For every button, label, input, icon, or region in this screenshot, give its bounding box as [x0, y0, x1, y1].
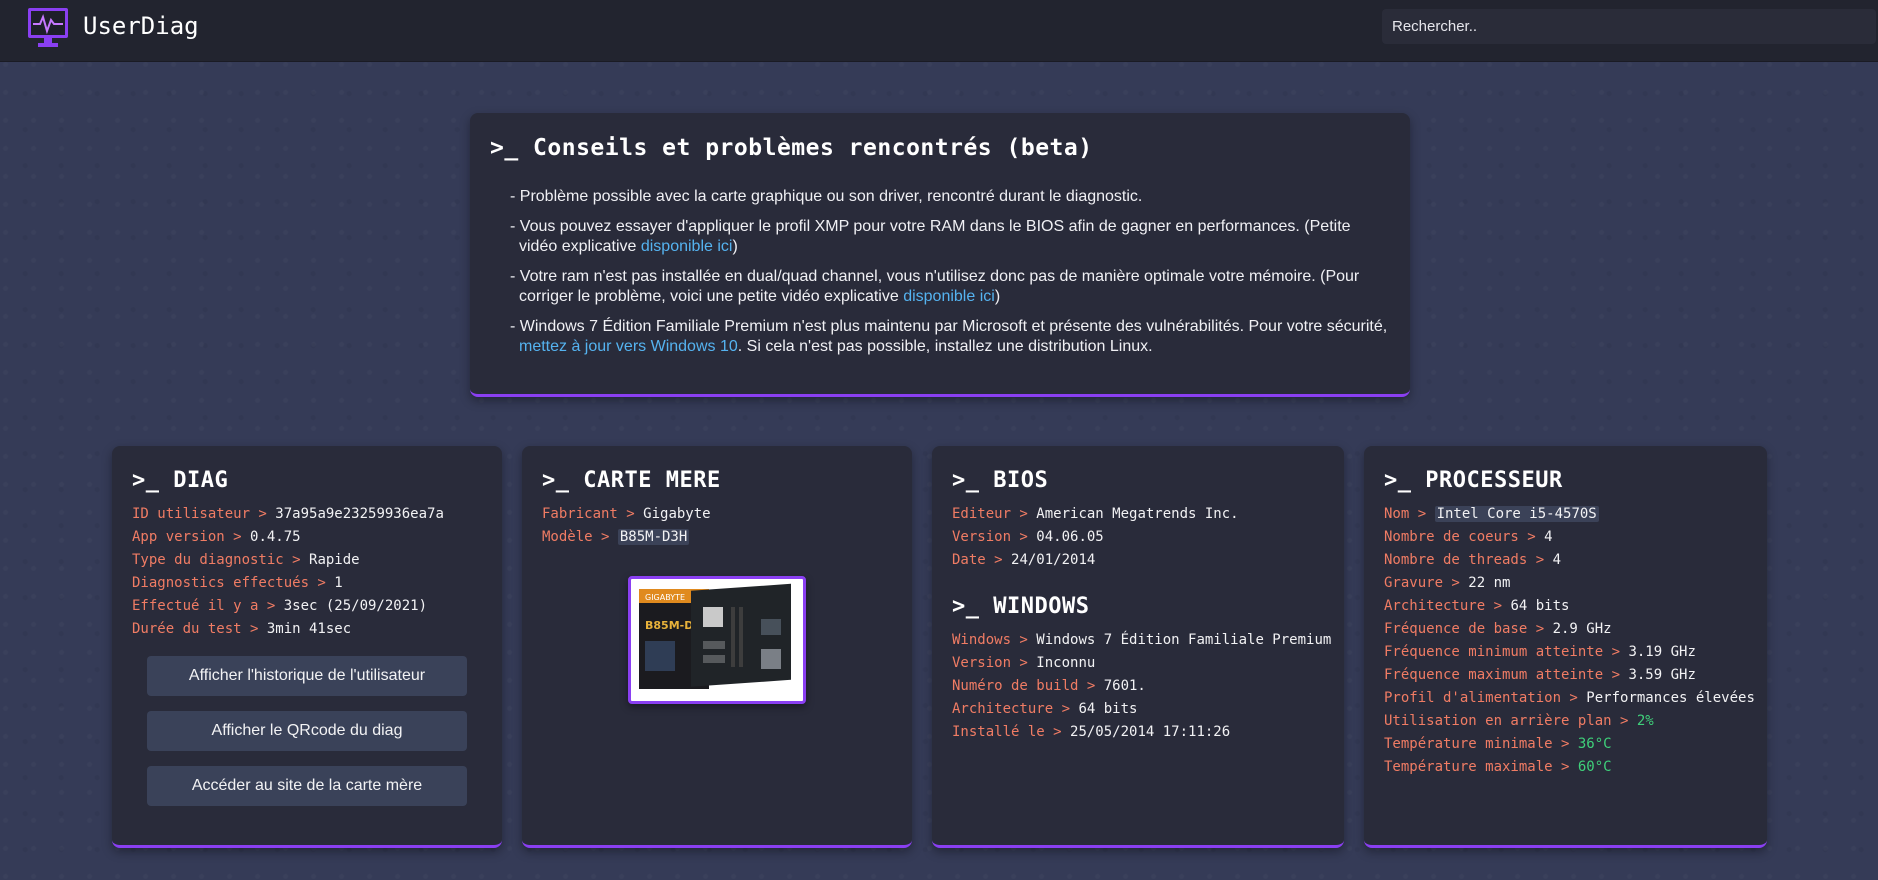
info-row: Fréquence minimum atteinte > 3.19 GHz: [1384, 644, 1696, 660]
box-brand-text: GIGABYTE: [645, 593, 685, 602]
info-row: Fabricant > Gigabyte: [542, 506, 711, 522]
windows-upgrade-link[interactable]: mettez à jour vers Windows 10: [519, 338, 738, 355]
cpu-card: >_ PROCESSEUR Nom > Intel Core i5-4570S …: [1364, 446, 1767, 848]
diag-title: >_ DIAG: [132, 468, 229, 493]
info-row: Effectué il y a > 3sec (25/09/2021): [132, 598, 428, 614]
monitor-pulse-icon[interactable]: [27, 7, 69, 49]
info-row: App version > 0.4.75: [132, 529, 301, 545]
info-row: Architecture > 64 bits: [952, 701, 1138, 717]
bios-windows-card: >_ BIOS Editeur > American Megatrends In…: [932, 446, 1344, 848]
info-row: Version > 04.06.05: [952, 529, 1104, 545]
xmp-video-link[interactable]: disponible ici: [640, 238, 733, 255]
info-row: Version > Inconnu: [952, 655, 1096, 671]
info-row: Windows > Windows 7 Édition Familiale Pr…: [952, 632, 1332, 648]
tips-card: >_ Conseils et problèmes rencontrés (bet…: [470, 113, 1410, 397]
info-row: Nombre de coeurs > 4: [1384, 529, 1553, 545]
info-row: Durée du test > 3min 41sec: [132, 621, 352, 637]
bios-info: Editeur > American Megatrends Inc. Versi…: [952, 503, 1324, 572]
brand-name[interactable]: UserDiag: [83, 12, 199, 40]
info-row: Utilisation en arrière plan > 2%: [1384, 713, 1654, 729]
info-row: Fréquence maximum atteinte > 3.59 GHz: [1384, 667, 1696, 683]
info-row: Installé le > 25/05/2014 17:11:26: [952, 724, 1231, 740]
cpu-info: Nom > Intel Core i5-4570S Nombre de coeu…: [1384, 503, 1755, 779]
info-row: ID utilisateur > 37a95a9e23259936ea7a: [132, 506, 444, 522]
tip-dual-channel: - Votre ram n'est pas installée en dual/…: [510, 268, 1360, 305]
tip-windows: - Windows 7 Édition Familiale Premium n'…: [510, 318, 1388, 355]
info-row: Gravure > 22 nm: [1384, 575, 1511, 591]
bios-title: >_ BIOS: [952, 468, 1049, 493]
info-row: Température maximale > 60°C: [1384, 759, 1612, 775]
qrcode-button[interactable]: Afficher le QRcode du diag: [147, 711, 467, 751]
windows-title: >_ WINDOWS: [952, 594, 1090, 619]
info-row: Nom > Intel Core i5-4570S: [1384, 506, 1599, 522]
motherboard-title: >_ CARTE MERE: [542, 468, 721, 493]
cpu-title: >_ PROCESSEUR: [1384, 468, 1563, 493]
motherboard-image[interactable]: GIGABYTE B85M-D3H: [628, 576, 806, 704]
motherboard-box-illustration: GIGABYTE B85M-D3H: [639, 583, 791, 689]
tip-graphics: - Problème possible avec la carte graphi…: [510, 188, 1143, 205]
info-row: Diagnostics effectués > 1: [132, 575, 343, 591]
user-history-button[interactable]: Afficher l'historique de l'utilisateur: [147, 656, 467, 696]
info-row: Profil d'alimentation > Performances éle…: [1384, 690, 1755, 706]
info-row: Numéro de build > 7601.: [952, 678, 1146, 694]
motherboard-card: >_ CARTE MERE Fabricant > Gigabyte Modèl…: [522, 446, 912, 848]
tips-title: >_ Conseils et problèmes rencontrés (bet…: [490, 135, 1093, 161]
motherboard-site-button[interactable]: Accéder au site de la carte mère: [147, 766, 467, 806]
search-input[interactable]: [1382, 9, 1876, 44]
info-row: Date > 24/01/2014: [952, 552, 1096, 568]
diag-info: ID utilisateur > 37a95a9e23259936ea7a Ap…: [132, 503, 482, 641]
motherboard-info: Fabricant > Gigabyte Modèle > B85M-D3H: [542, 503, 892, 549]
info-row: Température minimale > 36°C: [1384, 736, 1612, 752]
dual-channel-video-link[interactable]: disponible ici: [903, 288, 995, 305]
info-row: Architecture > 64 bits: [1384, 598, 1570, 614]
tip-xmp: - Vous pouvez essayer d'appliquer le pro…: [510, 218, 1351, 255]
top-bar: UserDiag: [0, 0, 1878, 62]
info-row: Type du diagnostic > Rapide: [132, 552, 360, 568]
diag-actions: Afficher l'historique de l'utilisateur A…: [132, 656, 482, 806]
info-row: Nombre de threads > 4: [1384, 552, 1562, 568]
info-row: Modèle > B85M-D3H: [542, 529, 690, 545]
diag-card: >_ DIAG ID utilisateur > 37a95a9e2325993…: [112, 446, 502, 848]
windows-info: Windows > Windows 7 Édition Familiale Pr…: [952, 629, 1332, 744]
tips-list: - Problème possible avec la carte graphi…: [490, 187, 1390, 357]
info-row: Editeur > American Megatrends Inc.: [952, 506, 1239, 522]
info-row: Fréquence de base > 2.9 GHz: [1384, 621, 1612, 637]
